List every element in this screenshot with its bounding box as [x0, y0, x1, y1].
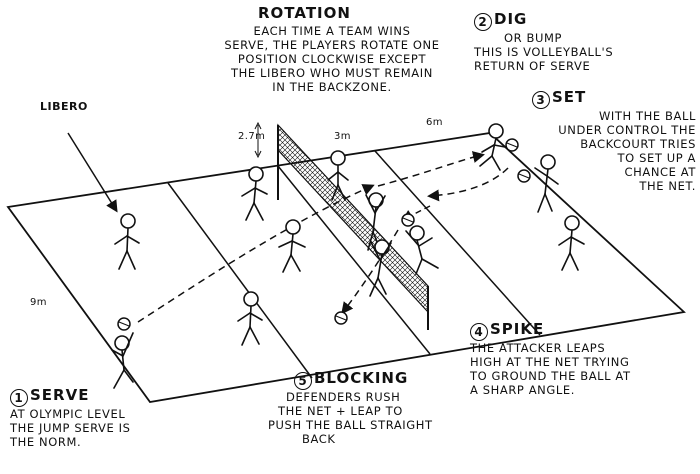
rotation-line: Each time a team wins — [253, 24, 411, 38]
block-path — [401, 205, 431, 222]
spike-path — [341, 229, 399, 315]
player-left-front — [237, 291, 263, 346]
serve-block: 1Serve at olympic level the jump serve i… — [10, 386, 131, 449]
set-line: with the ball — [598, 109, 696, 123]
rotation-title: Rotation — [258, 4, 351, 22]
dig-path — [377, 151, 485, 187]
player-digger — [479, 123, 506, 171]
blocking-number: 5 — [294, 372, 312, 390]
serve-number: 1 — [10, 389, 28, 407]
set-block: 3Set with the ball under control the bac… — [520, 88, 696, 193]
player-blocker — [365, 192, 386, 251]
rotation-line: position clockwise except — [237, 52, 427, 66]
half-court-label: 6m — [426, 117, 443, 128]
player-blocker-2 — [369, 239, 392, 297]
set-heading: 3Set — [520, 88, 696, 109]
net-height-marker — [254, 121, 262, 159]
blocking-line: Defenders rush — [286, 390, 401, 404]
serve-heading: 1Serve — [10, 386, 131, 407]
spike-heading: 4Spike — [470, 320, 631, 341]
set-line: under control the — [558, 123, 696, 137]
attack-line-right — [374, 150, 541, 336]
ball-serve — [117, 317, 131, 331]
player-right-back — [558, 215, 585, 271]
blocking-heading: 5Blocking — [268, 369, 433, 390]
player-left-middle — [278, 219, 306, 273]
ball-spike — [334, 311, 348, 325]
libero-label: LIBERO — [40, 100, 88, 113]
net — [277, 123, 429, 330]
serve-path — [137, 184, 375, 323]
set-line: to set up a — [617, 151, 696, 165]
back-attack-line-left — [167, 182, 313, 379]
set-title: Set — [552, 88, 587, 106]
spike-title: Spike — [490, 320, 545, 338]
set-number: 3 — [532, 91, 550, 109]
dig-line: this is volleyball's — [474, 45, 614, 59]
spike-line: to ground the ball at — [470, 369, 631, 383]
dig-heading: 2Dig — [474, 10, 613, 31]
rotation-line: the libero who must remain — [231, 66, 433, 80]
serve-line: the norm. — [10, 435, 82, 449]
player-net-left — [327, 150, 349, 201]
libero-arrow — [67, 132, 118, 213]
rotation-line: serve, the players rotate one — [224, 38, 440, 52]
blocking-line: the net + leap to — [278, 404, 403, 418]
attack-zone-label: 3m — [334, 131, 351, 142]
serve-line: at olympic level — [10, 407, 126, 421]
blocking-block: 5Blocking Defenders rush the net + leap … — [268, 369, 433, 446]
dig-number: 2 — [474, 13, 492, 31]
player-libero — [114, 213, 140, 270]
rotation-text: Each time a team wins serve, the players… — [212, 24, 452, 94]
player-spiker — [405, 225, 439, 275]
spike-line: The attacker leaps — [470, 341, 606, 355]
dig-line: return of serve — [474, 59, 591, 73]
dig-title: Dig — [494, 10, 528, 28]
blocking-title: Blocking — [314, 369, 409, 387]
set-line: the net. — [639, 179, 696, 193]
ball-block — [401, 213, 415, 227]
ball-dig — [505, 138, 519, 152]
player-setter — [534, 154, 559, 213]
court-outline — [6, 132, 686, 403]
blocking-line: push the ball straight — [268, 418, 433, 432]
player-server — [111, 332, 134, 389]
net-height-label: 2.7m — [238, 131, 266, 142]
serve-title: Serve — [30, 386, 90, 404]
set-line: chance at — [624, 165, 696, 179]
ball-set — [517, 169, 531, 183]
spike-block: 4Spike The attacker leaps high at the ne… — [470, 320, 631, 397]
court-width-label: 9m — [30, 297, 47, 308]
rotation-line: in the backzone. — [272, 80, 392, 94]
set-line: backcourt tries — [580, 137, 696, 151]
dig-block: 2Dig or bump this is volleyball's return… — [474, 10, 613, 73]
player-left-back — [241, 166, 268, 221]
center-line — [277, 165, 431, 355]
spike-number: 4 — [470, 323, 488, 341]
spike-line: high at the net trying — [470, 355, 630, 369]
serve-line: the jump serve is — [10, 421, 131, 435]
spike-line: a sharp angle. — [470, 383, 576, 397]
dig-line: or bump — [504, 31, 563, 45]
blocking-line: back — [302, 432, 336, 446]
set-path — [427, 167, 509, 202]
